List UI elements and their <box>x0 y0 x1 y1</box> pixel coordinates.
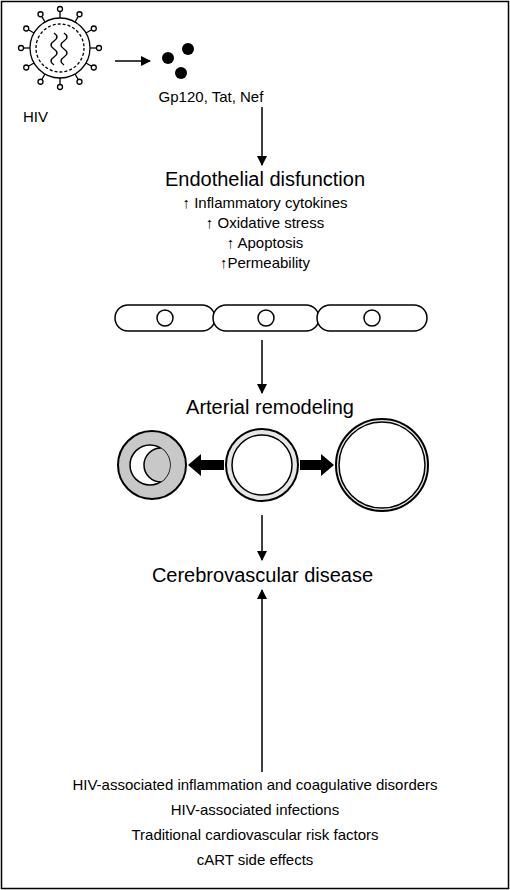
endothelium-node: Endothelial disfunction↑ Inflammatory cy… <box>100 165 430 340</box>
node-text: Arterial remodeling <box>100 393 440 421</box>
plaque <box>144 448 178 482</box>
stenotic-artery <box>118 431 186 499</box>
viral-rna <box>51 33 57 65</box>
node-text: Traditional cardiovascular risk factors <box>15 822 495 847</box>
flow-arrow <box>261 340 263 393</box>
risk-factor-node: HIV-associated inflammation and coagulat… <box>15 772 495 874</box>
flow-arrow <box>261 590 263 772</box>
viral-rna <box>61 33 67 65</box>
node-text: cART side effects <box>15 847 495 872</box>
dilated-artery <box>336 419 428 511</box>
protein-node: Gp120, Tat, Nef <box>150 35 272 107</box>
virus-capsid <box>36 24 84 72</box>
endothelial-cell <box>115 305 215 331</box>
node-text: ↑ Inflammatory cytokines <box>100 193 430 213</box>
virus-spikes <box>19 7 102 90</box>
node-text: Cerebrovascular disease <box>130 561 395 589</box>
virus-node: HIV <box>15 5 115 127</box>
flow-arrow <box>115 60 150 62</box>
remodeling-arrow <box>188 454 224 476</box>
artery-lumen <box>232 435 292 495</box>
flow-arrow <box>261 515 263 560</box>
endothelial-cells <box>115 305 427 331</box>
outcome-node: Cerebrovascular disease <box>130 560 395 590</box>
node-text: Gp120, Tat, Nef <box>150 87 272 107</box>
virus-symbol <box>19 7 102 90</box>
endothelial-cell <box>213 305 319 331</box>
artery-lumen <box>339 422 425 508</box>
arterial-sections <box>118 419 428 511</box>
endothelial-cell <box>317 305 427 331</box>
flow-arrow <box>261 107 263 165</box>
node-heading: Endothelial disfunction <box>100 165 430 193</box>
remodeling-node: Arterial remodeling <box>100 393 440 515</box>
cell-nucleus <box>157 310 173 326</box>
node-text: HIV-associated infections <box>15 797 495 822</box>
node-text: ↑Permeability <box>100 253 430 273</box>
node-text: ↑ Apoptosis <box>100 233 430 253</box>
normal-artery <box>226 429 298 501</box>
node-text: HIV-associated inflammation and coagulat… <box>15 772 495 797</box>
cell-nucleus <box>364 310 380 326</box>
node-text: HIV <box>23 107 115 127</box>
remodeling-arrow <box>300 454 334 476</box>
virus-envelope <box>30 18 90 78</box>
cell-nucleus <box>258 310 274 326</box>
viral-proteins <box>162 43 194 79</box>
node-text: ↑ Oxidative stress <box>100 213 430 233</box>
